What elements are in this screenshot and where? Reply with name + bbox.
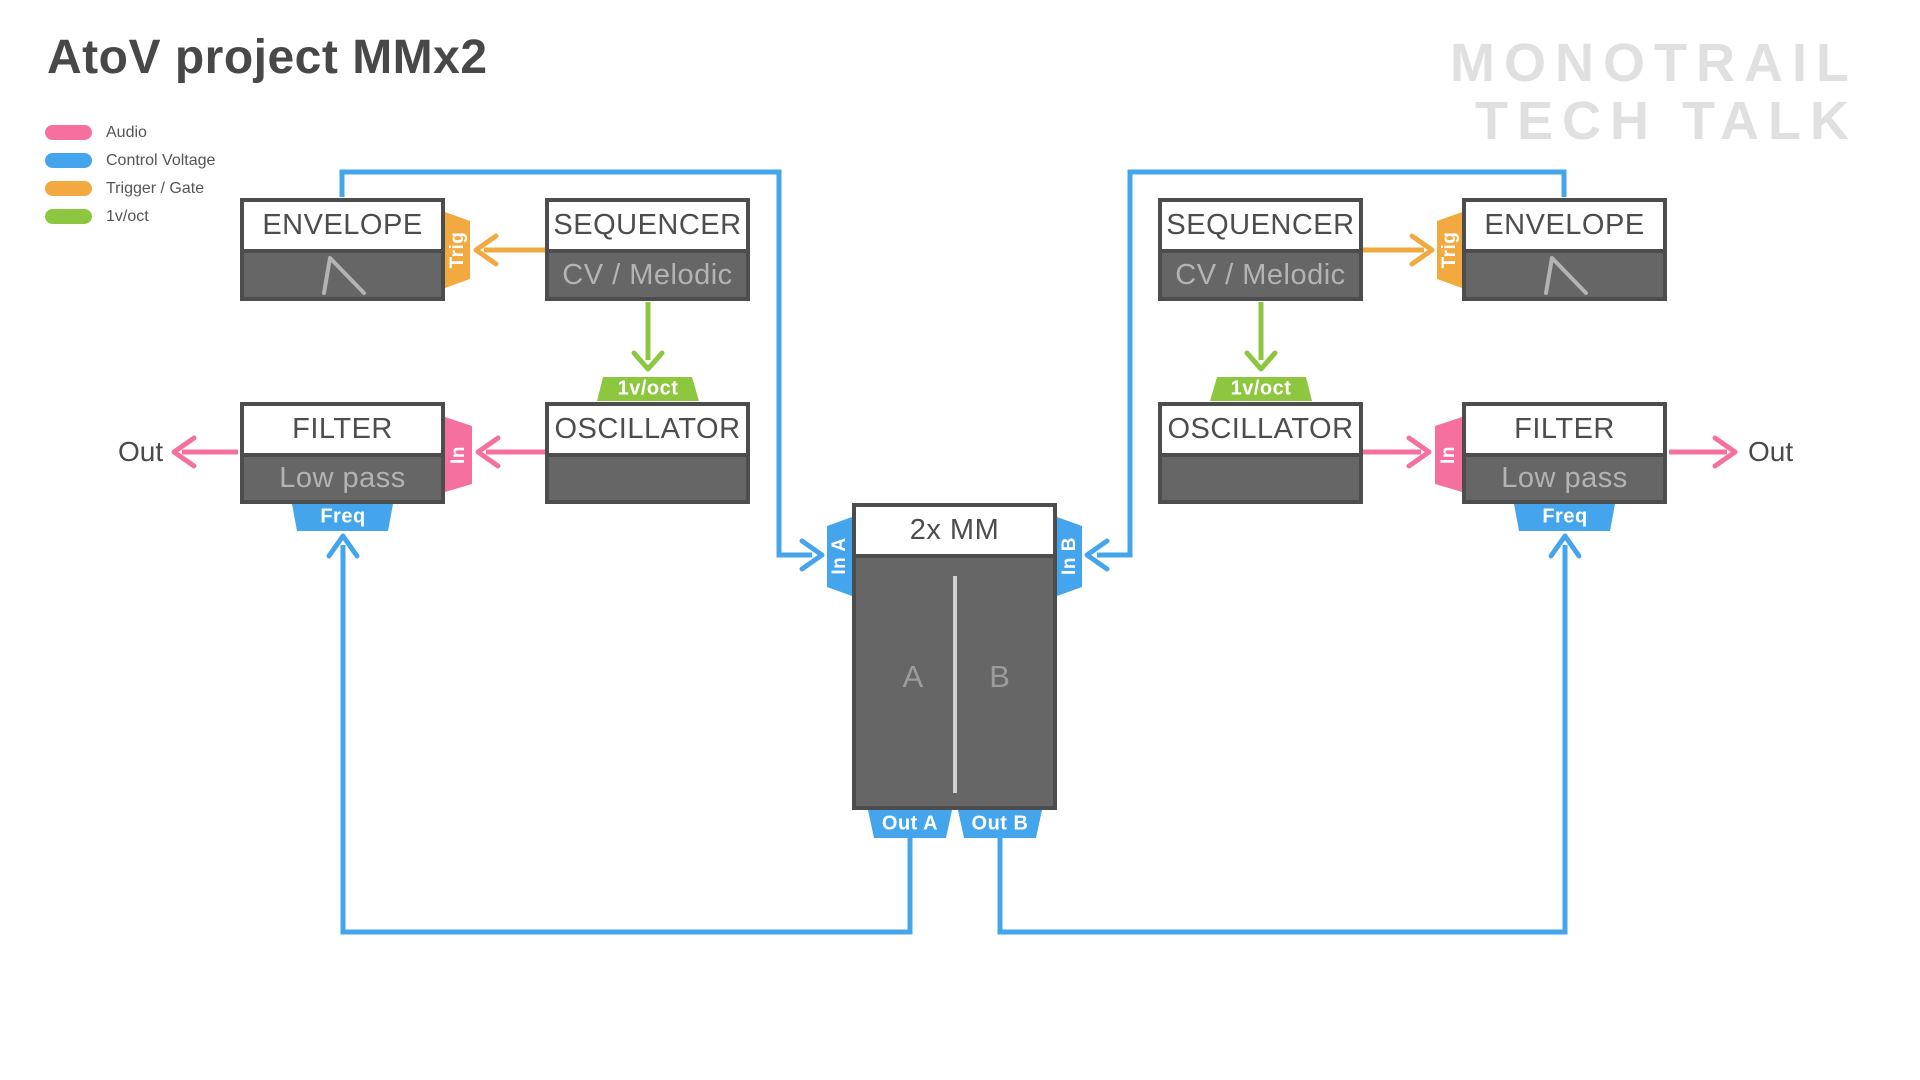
- module-title: SEQUENCER: [549, 202, 746, 249]
- module-title: 2x MM: [856, 507, 1053, 554]
- arrowhead-voct-left: [631, 350, 665, 372]
- watermark-line1: MONOTRAIL: [1450, 33, 1858, 93]
- in-tab-label-left: In: [448, 446, 469, 464]
- module-title: ENVELOPE: [244, 202, 441, 249]
- trig-tab-label-left: Trig: [447, 231, 468, 269]
- mm-channel-b-label: B: [989, 659, 1011, 695]
- legend-item-audio: Audio: [45, 122, 215, 143]
- out-b-tab: [958, 810, 1042, 838]
- envelope-shape-icon: [321, 256, 366, 295]
- 1v-oct-swatch-icon: [45, 209, 92, 224]
- arrowhead-out-right: [1712, 435, 1738, 469]
- module-title: ENVELOPE: [1466, 202, 1663, 249]
- in-a-tab-label: In A: [829, 537, 850, 575]
- legend-item-trigger-gate: Trigger / Gate: [45, 178, 215, 199]
- trig-tab-left: [445, 212, 470, 288]
- freq-tab-label-right: Freq: [1542, 505, 1588, 528]
- module-title: FILTER: [244, 406, 441, 453]
- arrowhead-filter-in-left: [475, 435, 501, 469]
- mm-channel-divider: [952, 576, 957, 793]
- matrix-mixer-module: 2x MM A B: [852, 503, 1057, 810]
- freq-tab-label-left: Freq: [320, 505, 366, 528]
- out-a-tab-label: Out A: [881, 812, 939, 835]
- out-label-right: Out: [1748, 436, 1794, 467]
- envelope-module-left: ENVELOPE: [240, 198, 445, 301]
- voct-tab-right: [1210, 377, 1312, 401]
- module-title: OSCILLATOR: [549, 406, 746, 453]
- cv-wire-out-b-to-freq-right: [997, 545, 1568, 935]
- envelope-module-right: ENVELOPE: [1462, 198, 1667, 301]
- freq-tab-right: [1514, 504, 1615, 531]
- module-subtitle: CV / Melodic: [1162, 249, 1359, 297]
- in-b-tab-label: In B: [1059, 537, 1080, 575]
- freq-tab-left: [292, 504, 393, 531]
- page-title: AtoV project MMx2: [47, 31, 488, 84]
- module-body: [244, 249, 441, 297]
- out-a-tab: [868, 810, 952, 838]
- module-title: SEQUENCER: [1162, 202, 1359, 249]
- arrowhead-filter-in-right: [1406, 435, 1432, 469]
- arrowhead-freq-right: [1548, 533, 1582, 559]
- in-tab-left: [445, 417, 472, 492]
- arrowhead-out-left: [171, 435, 197, 469]
- trig-tab-right: [1437, 212, 1462, 288]
- legend-label: Audio: [106, 123, 147, 141]
- watermark: MONOTRAIL TECH TALK: [1450, 34, 1858, 151]
- arrowhead-in-a: [799, 538, 825, 572]
- module-title: OSCILLATOR: [1162, 406, 1359, 453]
- module-body: [1466, 249, 1663, 297]
- module-subtitle: Low pass: [1466, 453, 1663, 500]
- trig-tab-label-right: Trig: [1439, 231, 1460, 269]
- legend-label: 1v/oct: [106, 207, 149, 225]
- in-tab-right: [1435, 417, 1462, 492]
- module-body: [549, 453, 746, 500]
- voct-tab-left: [597, 377, 699, 401]
- arrowhead-trig-right: [1409, 233, 1435, 267]
- in-tab-label-right: In: [1438, 446, 1459, 464]
- in-a-tab: [827, 517, 852, 596]
- module-body: A B: [856, 554, 1053, 806]
- out-label-left: Out: [118, 436, 164, 467]
- legend-item-1v-oct: 1v/oct: [45, 206, 215, 227]
- voct-tab-label-right: 1v/oct: [1230, 377, 1292, 400]
- filter-module-left: FILTER Low pass: [240, 402, 445, 504]
- cv-wire-envelope-right-to-in-b: [1097, 169, 1567, 558]
- arrowhead-freq-left: [326, 533, 360, 559]
- mm-channel-a-label: A: [902, 659, 924, 695]
- oscillator-module-right: OSCILLATOR: [1158, 402, 1363, 504]
- envelope-shape-icon: [1543, 256, 1588, 295]
- watermark-line2: TECH TALK: [1475, 91, 1858, 152]
- in-b-tab: [1057, 517, 1082, 596]
- legend-item-control-voltage: Control Voltage: [45, 150, 215, 171]
- voct-tab-label-left: 1v/oct: [617, 377, 679, 400]
- control-voltage-swatch-icon: [45, 153, 92, 168]
- module-body: [1162, 453, 1359, 500]
- out-b-tab-label: Out B: [971, 812, 1029, 835]
- module-title: FILTER: [1466, 406, 1663, 453]
- filter-module-right: FILTER Low pass: [1462, 402, 1667, 504]
- legend: Audio Control Voltage Trigger / Gate 1v/…: [45, 122, 215, 234]
- legend-label: Control Voltage: [106, 151, 216, 169]
- oscillator-module-left: OSCILLATOR: [545, 402, 750, 504]
- arrowhead-in-b: [1084, 538, 1110, 572]
- audio-swatch-icon: [45, 125, 92, 140]
- cv-wire-envelope-left-to-in-a: [339, 169, 812, 558]
- arrowhead-voct-right: [1244, 350, 1278, 372]
- sequencer-module-left: SEQUENCER CV / Melodic: [545, 198, 750, 301]
- cv-wire-out-a-to-freq-left: [340, 545, 913, 935]
- module-subtitle: Low pass: [244, 453, 441, 500]
- arrowhead-trig-left: [473, 233, 499, 267]
- module-subtitle: CV / Melodic: [549, 249, 746, 297]
- sequencer-module-right: SEQUENCER CV / Melodic: [1158, 198, 1363, 301]
- trigger-gate-swatch-icon: [45, 181, 92, 196]
- legend-label: Trigger / Gate: [106, 179, 205, 197]
